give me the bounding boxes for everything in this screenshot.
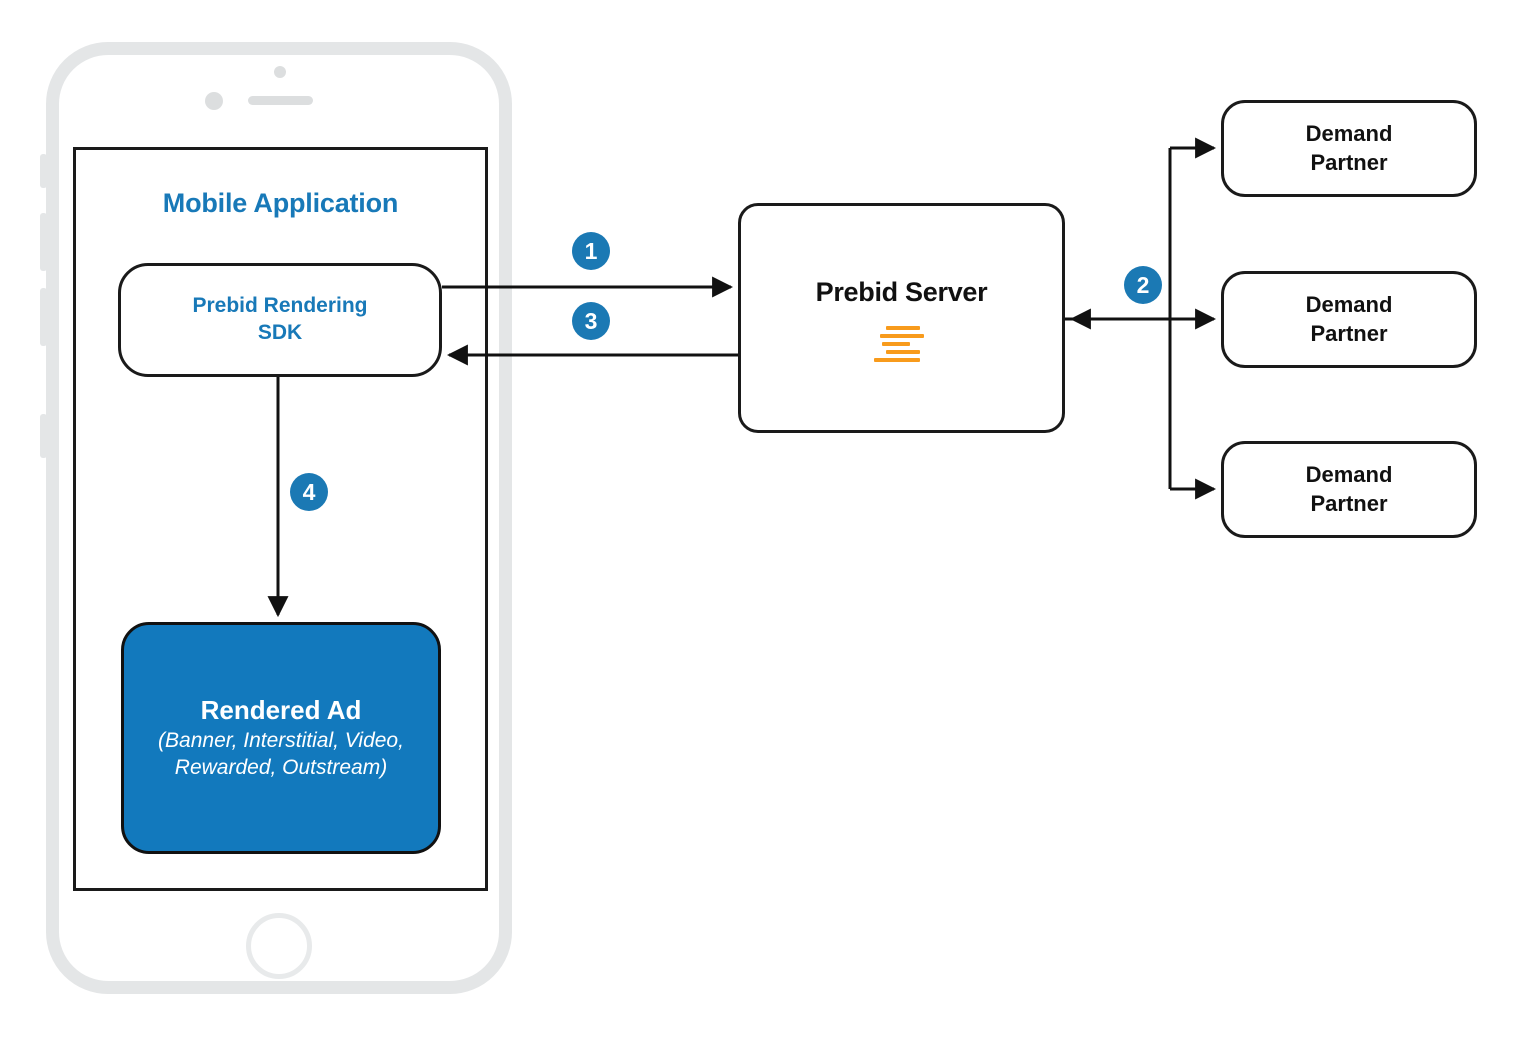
demand-partner-box-1[interactable]: Demand Partner	[1221, 100, 1477, 197]
demand-partner-3-line1: Demand	[1305, 461, 1393, 487]
phone-mute-switch	[40, 154, 47, 188]
rendered-ad-subtitle-line1: (Banner, Interstitial, Video,	[158, 729, 404, 753]
phone-home-button[interactable]	[246, 913, 312, 979]
prebid-server-title: Prebid Server	[815, 277, 988, 307]
phone-earpiece-speaker	[248, 96, 313, 105]
demand-partner-2-line1: Demand	[1305, 291, 1393, 317]
demand-partner-box-2[interactable]: Demand Partner	[1221, 271, 1477, 368]
sdk-label-line2: SDK	[257, 321, 303, 344]
connector-step-2	[1065, 137, 1217, 500]
prebid-server-box[interactable]: Prebid Server	[738, 203, 1065, 433]
step-badge-3: 3	[572, 302, 610, 340]
phone-power-button	[40, 414, 47, 458]
demand-partner-2-line2: Partner	[1310, 320, 1388, 346]
step-badge-4: 4	[290, 473, 328, 511]
demand-partner-1-line1: Demand	[1305, 120, 1393, 146]
demand-partner-box-3[interactable]: Demand Partner	[1221, 441, 1477, 538]
demand-partner-3-line2: Partner	[1310, 490, 1388, 516]
rendered-ad-title: Rendered Ad	[200, 695, 362, 726]
phone-volume-down-button	[40, 288, 47, 346]
mobile-application-title: Mobile Application	[162, 188, 399, 218]
phone-proximity-sensor-icon	[274, 66, 286, 78]
rendered-ad-box[interactable]: Rendered Ad (Banner, Interstitial, Video…	[121, 622, 441, 854]
phone-volume-up-button	[40, 213, 47, 271]
demand-partner-1-line2: Partner	[1310, 149, 1388, 175]
rendered-ad-subtitle-line2: Rewarded, Outstream)	[174, 755, 388, 779]
phone-front-camera-icon	[205, 92, 223, 110]
sdk-label-line1: Prebid Rendering	[192, 294, 368, 318]
step-badge-1: 1	[572, 232, 610, 270]
prebid-rendering-sdk-box[interactable]: Prebid Rendering SDK	[118, 263, 442, 377]
prebid-logo-icon	[872, 326, 932, 362]
step-badge-2: 2	[1124, 266, 1162, 304]
